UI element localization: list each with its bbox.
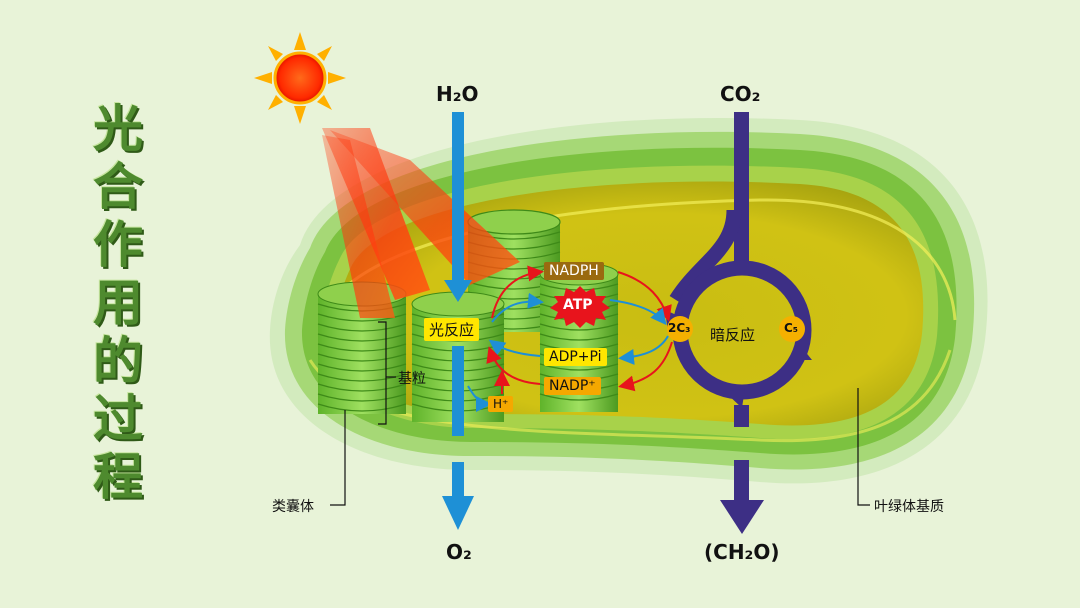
- title-char: 合: [93, 158, 143, 216]
- light-beams: [322, 128, 520, 318]
- atp-burst-icon: [550, 286, 610, 328]
- light-reaction-label: 光反应: [424, 318, 480, 341]
- title-char: 的: [93, 332, 143, 390]
- carbon-arrow: [669, 112, 764, 534]
- stroma-label: 叶绿体基质: [874, 499, 944, 515]
- reaction-arrows: [467, 265, 673, 412]
- carbohydrate-label: (CH₂O): [704, 540, 780, 564]
- water-label: H₂O: [436, 82, 479, 106]
- grana: [317, 209, 619, 422]
- leader-lines: [330, 321, 870, 506]
- c5-label: C₅: [784, 321, 799, 335]
- title-char: 作: [93, 216, 143, 274]
- water-oxygen-arrow: [442, 112, 474, 530]
- nadph-label: NADPH: [544, 262, 604, 280]
- c3-node: [667, 316, 693, 342]
- title-char: 光: [93, 100, 143, 158]
- c3-label: 2C₃: [668, 321, 691, 335]
- h-plus-label: H⁺: [488, 396, 514, 412]
- grana-label: 基粒: [398, 371, 426, 387]
- thylakoid-label: 类囊体: [272, 499, 314, 515]
- dark-reaction-label: 暗反应: [710, 326, 756, 344]
- c5-node: [779, 316, 805, 342]
- page-title: 光 合 作 用 的 过 程: [88, 100, 148, 506]
- adp-pi-label: ADP+Pi: [544, 348, 607, 366]
- title-char: 过: [93, 390, 143, 448]
- oxygen-label: O₂: [446, 540, 472, 564]
- title-char: 程: [93, 448, 143, 506]
- nadp-plus-label: NADP⁺: [544, 377, 601, 395]
- title-char: 用: [93, 274, 143, 332]
- sun-icon: [254, 32, 346, 124]
- co2-label: CO₂: [720, 82, 761, 106]
- atp-label: ATP: [563, 297, 593, 313]
